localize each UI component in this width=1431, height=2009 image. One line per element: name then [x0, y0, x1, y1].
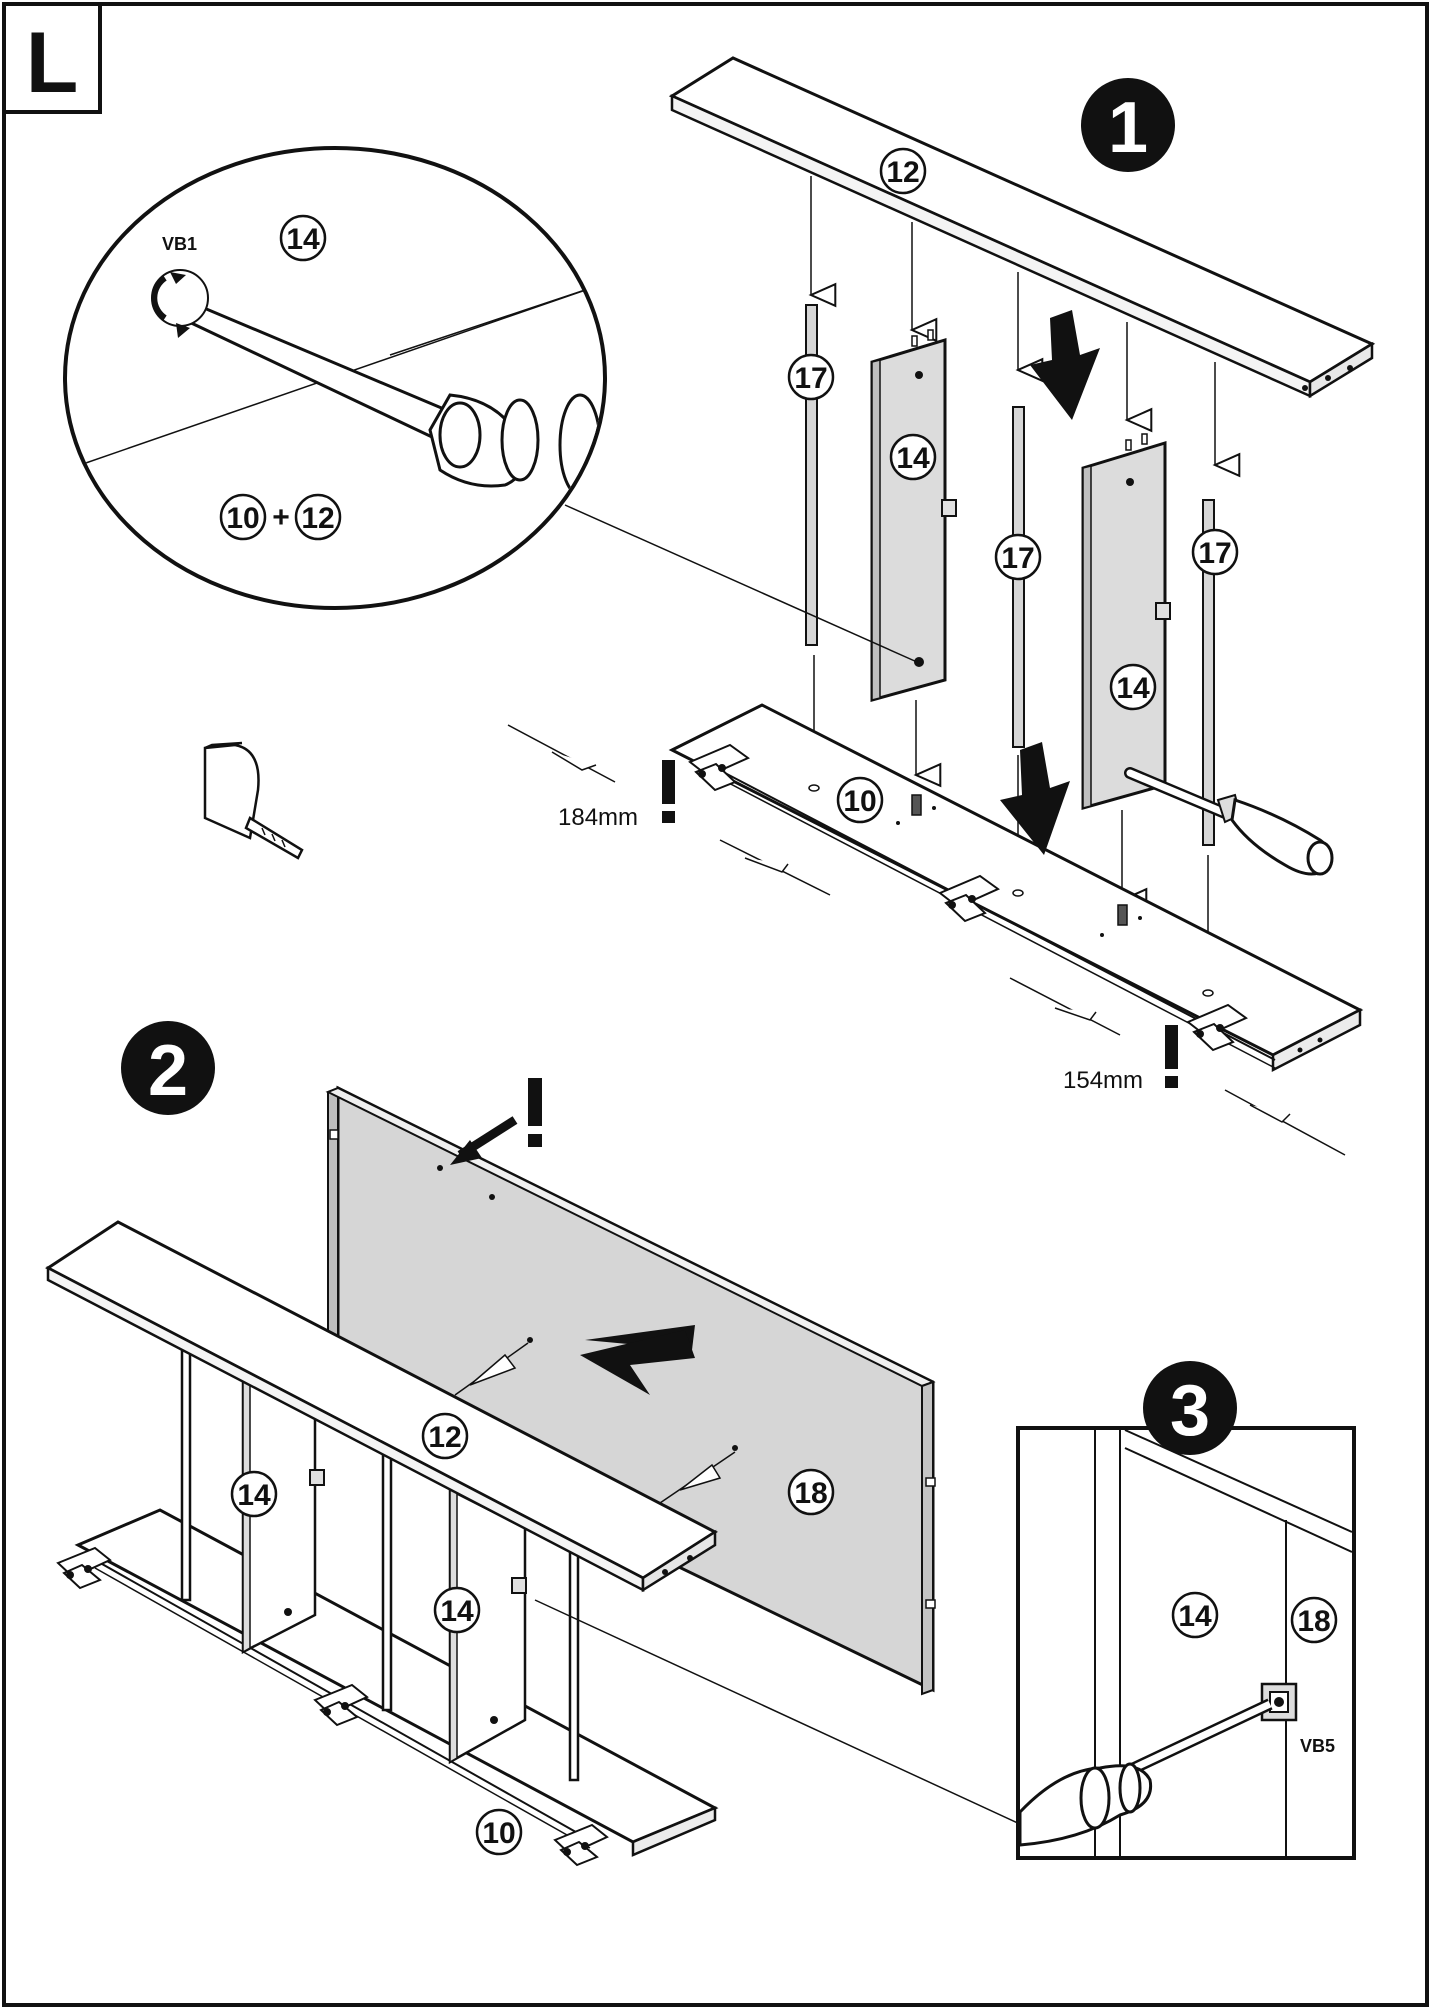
svg-text:10: 10 — [843, 785, 876, 818]
fitting-vb1: VB1 — [162, 234, 197, 254]
part-label-12-detail: 12 — [294, 493, 342, 541]
hinge-step2-3 — [553, 1823, 609, 1867]
svg-text:12: 12 — [886, 156, 919, 189]
tape-measure-icon — [203, 741, 304, 860]
part-label-17-middle: 17 — [994, 533, 1042, 581]
fitting-vb5: VB5 — [1300, 1736, 1335, 1756]
part-label-18-detail3: 18 — [1290, 1596, 1338, 1644]
panel-14-right — [1081, 433, 1171, 810]
svg-text:12: 12 — [428, 1421, 461, 1454]
svg-text:3: 3 — [1170, 1371, 1210, 1451]
svg-text:14: 14 — [286, 223, 320, 256]
hinge-step2-1 — [56, 1546, 112, 1590]
detail-plus-sign: + — [272, 501, 290, 534]
svg-text:14: 14 — [1178, 1600, 1212, 1633]
svg-text:14: 14 — [896, 442, 930, 475]
part-label-14-detail: 14 — [279, 214, 327, 262]
svg-text:10: 10 — [226, 502, 259, 535]
svg-text:14: 14 — [237, 1479, 271, 1512]
pointer-arrow-icon — [450, 1116, 518, 1165]
panel-18-back — [325, 1085, 936, 1696]
part-label-14-right: 14 — [1109, 663, 1157, 711]
panel-12-step2 — [45, 1220, 718, 1593]
svg-text:17: 17 — [794, 362, 827, 395]
svg-text:2: 2 — [148, 1031, 188, 1111]
step2-guide-arrows — [454, 1342, 736, 1504]
svg-text:12: 12 — [301, 502, 334, 535]
measurement-184: 184mm — [558, 804, 638, 831]
hinge-3 — [1186, 1003, 1248, 1052]
part-label-10-detail: 10 — [219, 493, 267, 541]
svg-text:10: 10 — [482, 1817, 515, 1850]
part-label-18: 18 — [787, 1468, 835, 1516]
svg-text:18: 18 — [794, 1477, 827, 1510]
panel-10-bottom — [668, 703, 1364, 1073]
detail-circle-vb1 — [63, 146, 607, 610]
part-label-12-step2: 12 — [421, 1412, 469, 1460]
part-label-14-detail3: 14 — [1171, 1591, 1219, 1639]
screwdriver-icon — [1124, 767, 1334, 876]
part-label-17-left: 17 — [787, 353, 835, 401]
part-label-14-left: 14 — [889, 433, 937, 481]
hinge-1 — [688, 743, 750, 792]
section-letter: L — [26, 15, 79, 111]
svg-text:18: 18 — [1297, 1605, 1330, 1638]
svg-text:14: 14 — [440, 1595, 474, 1628]
hinge-2 — [938, 874, 1000, 923]
svg-text:17: 17 — [1198, 537, 1231, 570]
hinge-step2-2 — [313, 1683, 369, 1727]
measurement-154: 154mm — [1063, 1067, 1143, 1094]
rod-17-left — [805, 304, 818, 646]
warning-icon — [662, 760, 675, 823]
down-arrow-icon — [1000, 742, 1070, 855]
part-label-14-step2-left: 14 — [230, 1470, 278, 1518]
warning-icon — [528, 1078, 542, 1147]
part-label-14-step2-right: 14 — [433, 1586, 481, 1634]
warning-icon — [1165, 1025, 1178, 1088]
svg-text:17: 17 — [1001, 542, 1034, 575]
part-label-17-right: 17 — [1191, 528, 1239, 576]
svg-text:14: 14 — [1116, 672, 1150, 705]
detail3-leader-line — [534, 1599, 1023, 1826]
down-arrow-icon — [1030, 310, 1100, 420]
panel-12-top — [668, 56, 1376, 399]
svg-text:1: 1 — [1108, 88, 1148, 168]
step-1-badge: 1 — [1081, 78, 1175, 172]
step1-guide-lines — [808, 176, 1241, 993]
part-label-12-top: 12 — [879, 147, 927, 195]
left-arrow-icon — [580, 1325, 695, 1395]
detail-box-3 — [1016, 1426, 1356, 1860]
part-label-10-step2: 10 — [475, 1808, 523, 1856]
section-letter-box: L — [2, 2, 102, 114]
measure-guides — [507, 724, 1346, 1156]
rod-17-right — [1202, 499, 1215, 846]
panel-14-left — [870, 329, 957, 702]
part-label-10-bottom: 10 — [836, 776, 884, 824]
step-2-badge: 2 — [121, 1021, 215, 1115]
step-3-badge: 3 — [1143, 1361, 1237, 1455]
detail-leader-line — [564, 504, 918, 663]
